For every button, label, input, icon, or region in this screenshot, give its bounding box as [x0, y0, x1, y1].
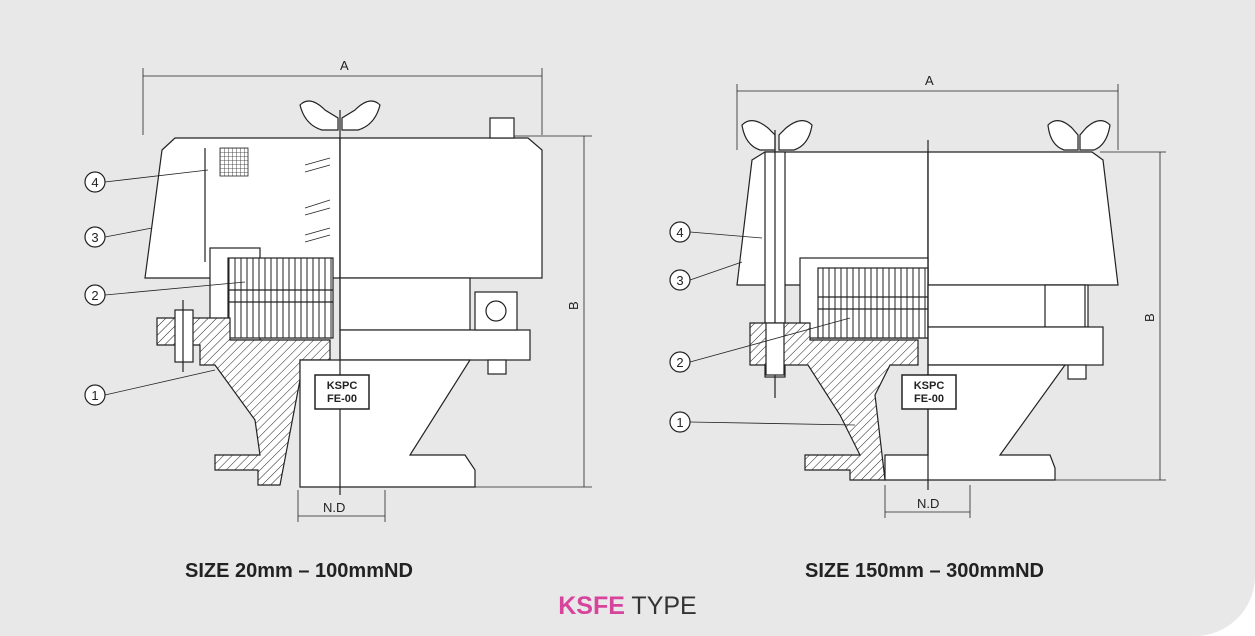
left-callout-1: 1: [84, 369, 216, 406]
left-callout-3: 3: [84, 226, 153, 248]
left-dim-b-label: B: [566, 301, 581, 310]
left-hex-nut: [474, 291, 518, 331]
left-label-line1: KSPC: [327, 380, 358, 392]
left-mesh: [219, 147, 249, 177]
left-casing: [339, 277, 471, 331]
page-title: KSFE TYPE: [0, 592, 1255, 621]
right-diagram: A B KSPC: [669, 73, 1166, 518]
svg-text:4: 4: [676, 225, 683, 240]
right-caption: SIZE 150mm – 300mmND: [805, 560, 1045, 582]
right-label-line1: KSPC: [914, 380, 945, 392]
left-dim-b: B: [470, 135, 592, 488]
right-dim-b: B: [1055, 151, 1166, 481]
right-callout-4: 4: [669, 221, 763, 243]
left-label-box: [314, 374, 370, 410]
left-wing-nut-right: [341, 100, 381, 131]
right-callout-2: 2: [669, 317, 851, 373]
svg-text:3: 3: [91, 230, 98, 245]
left-bolt: [174, 309, 194, 363]
right-flame-element: [817, 267, 929, 339]
right-dim-a-label: A: [925, 73, 934, 88]
svg-text:1: 1: [91, 388, 98, 403]
right-label-box: [901, 374, 957, 410]
left-hood: [339, 137, 543, 279]
svg-text:4: 4: [91, 175, 98, 190]
left-springs: [304, 157, 331, 243]
right-wing-nut-d: [1079, 120, 1111, 151]
left-flame-element: [227, 257, 334, 339]
right-dim-a: A: [736, 73, 1119, 150]
right-dim-nd: N.D: [884, 485, 971, 518]
svg-text:2: 2: [91, 288, 98, 303]
left-wing-nut-left: [299, 100, 339, 131]
left-dim-a-label: A: [340, 58, 349, 73]
left-diagram: A B: [84, 58, 592, 522]
svg-text:3: 3: [676, 273, 683, 288]
left-dim-nd: N.D: [297, 490, 386, 522]
left-base-ring: [339, 329, 531, 361]
right-callout-1: 1: [669, 411, 856, 433]
svg-text:2: 2: [676, 355, 683, 370]
title-rest: TYPE: [624, 592, 697, 620]
left-callout-2: 2: [84, 281, 246, 306]
left-callout-4: 4: [84, 169, 209, 193]
right-wing-nut-a: [741, 120, 776, 151]
right-label-line2: FE-00: [914, 393, 944, 405]
left-label-line2: FE-00: [327, 393, 357, 405]
right-hood: [927, 151, 1119, 286]
right-wing-nut-c: [1047, 120, 1079, 151]
right-wing-nut-b: [778, 120, 813, 151]
right-flange-section: [749, 322, 919, 481]
title-accent: KSFE: [558, 592, 625, 620]
right-dim-b-label: B: [1142, 313, 1157, 322]
left-top-nut: [489, 117, 515, 139]
left-dim-a: A: [142, 58, 543, 135]
right-dim-nd-label: N.D: [917, 496, 939, 511]
right-base-ring: [927, 326, 1104, 366]
left-caption: SIZE 20mm – 100mmND: [185, 560, 413, 582]
left-flange-section: [156, 317, 331, 486]
svg-text:1: 1: [676, 415, 683, 430]
left-dim-nd-label: N.D: [323, 500, 345, 515]
right-callout-3: 3: [669, 261, 743, 291]
